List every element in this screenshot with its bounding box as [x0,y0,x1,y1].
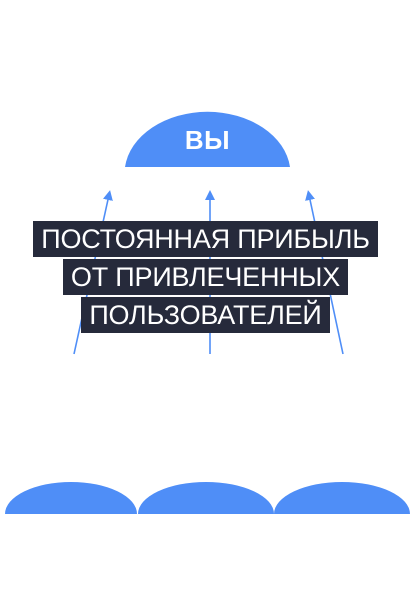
caption-line-3-wrap: ПОЛЬЗОВАТЕЛЕЙ [0,297,411,333]
bottom-node-1 [5,482,137,514]
caption-line-3: ПОЛЬЗОВАТЕЛЕЙ [81,297,330,333]
caption-line-1-wrap: ПОСТОЯННАЯ ПРИБЫЛЬ [0,221,411,257]
bottom-node-3 [274,482,410,514]
top-node-you [125,111,290,167]
caption-line-2-wrap: ОТ ПРИВЛЕЧЕННЫХ [0,259,411,295]
top-node-label: ВЫ [184,125,231,155]
caption-line-2: ОТ ПРИВЛЕЧЕННЫХ [62,259,349,295]
bottom-node-2 [138,482,274,514]
caption-line-1: ПОСТОЯННАЯ ПРИБЫЛЬ [33,221,378,257]
